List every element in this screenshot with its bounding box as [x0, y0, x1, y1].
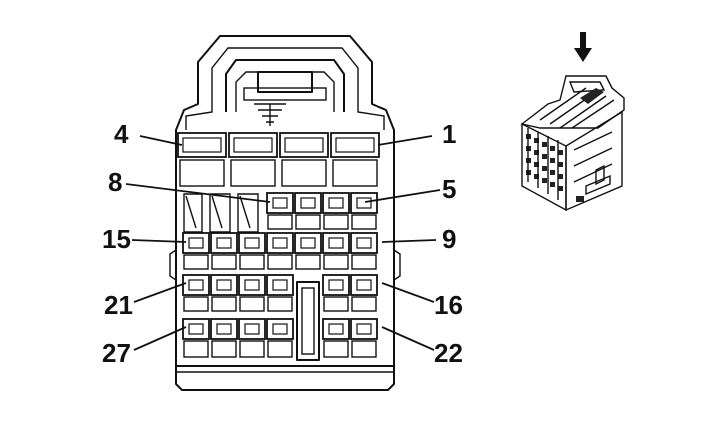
pin-label-8: 8 [108, 167, 122, 197]
pin-label-15: 15 [102, 224, 131, 254]
pin-cavity [238, 274, 266, 312]
connector-3d-view [520, 75, 625, 212]
pin-label-16: 16 [434, 290, 463, 320]
pin-cavity [182, 232, 210, 270]
pin-cavity [238, 232, 266, 270]
pin-cavity [350, 232, 378, 270]
pin-cavity [182, 274, 210, 312]
pin-label-27: 27 [102, 338, 131, 368]
pin-cavity [238, 318, 266, 358]
pin-cavity [266, 192, 294, 230]
pin-cavity [322, 274, 350, 312]
pin-cavity [322, 318, 350, 358]
pin-cavity [294, 232, 322, 270]
pin-cavity [350, 274, 378, 312]
pin-cavity [322, 192, 350, 230]
pin-label-9: 9 [442, 224, 456, 254]
pin-cavity [322, 232, 350, 270]
pin-cavity [266, 318, 294, 358]
large-cavity-row [177, 132, 380, 187]
pin-label-21: 21 [104, 290, 133, 320]
pin-cavity [350, 318, 378, 358]
leader-lines [125, 135, 441, 351]
pin-cavity [266, 274, 294, 312]
pin-cavity-grid [182, 192, 378, 358]
pin-label-22: 22 [434, 338, 463, 368]
down-arrow-icon [574, 32, 592, 62]
connector-face [169, 35, 401, 391]
locking-latch [225, 59, 345, 126]
pin-cavity [210, 318, 238, 358]
pin-cavity [210, 232, 238, 270]
blank-slots [183, 193, 259, 233]
pin-cavity [210, 274, 238, 312]
connector-base-flange [175, 366, 395, 391]
pin-cavity [350, 192, 378, 230]
pin-cavity [182, 318, 210, 358]
pin-label-1: 1 [442, 119, 456, 149]
pin-label-5: 5 [442, 174, 456, 204]
pin-label-4: 4 [114, 119, 129, 149]
center-rib-slot [296, 281, 320, 361]
pin-labels: 4 1 8 5 15 9 21 16 27 22 [102, 119, 463, 368]
pin-cavity [266, 232, 294, 270]
connector-housing [175, 35, 395, 367]
pin-cavity [294, 192, 322, 230]
